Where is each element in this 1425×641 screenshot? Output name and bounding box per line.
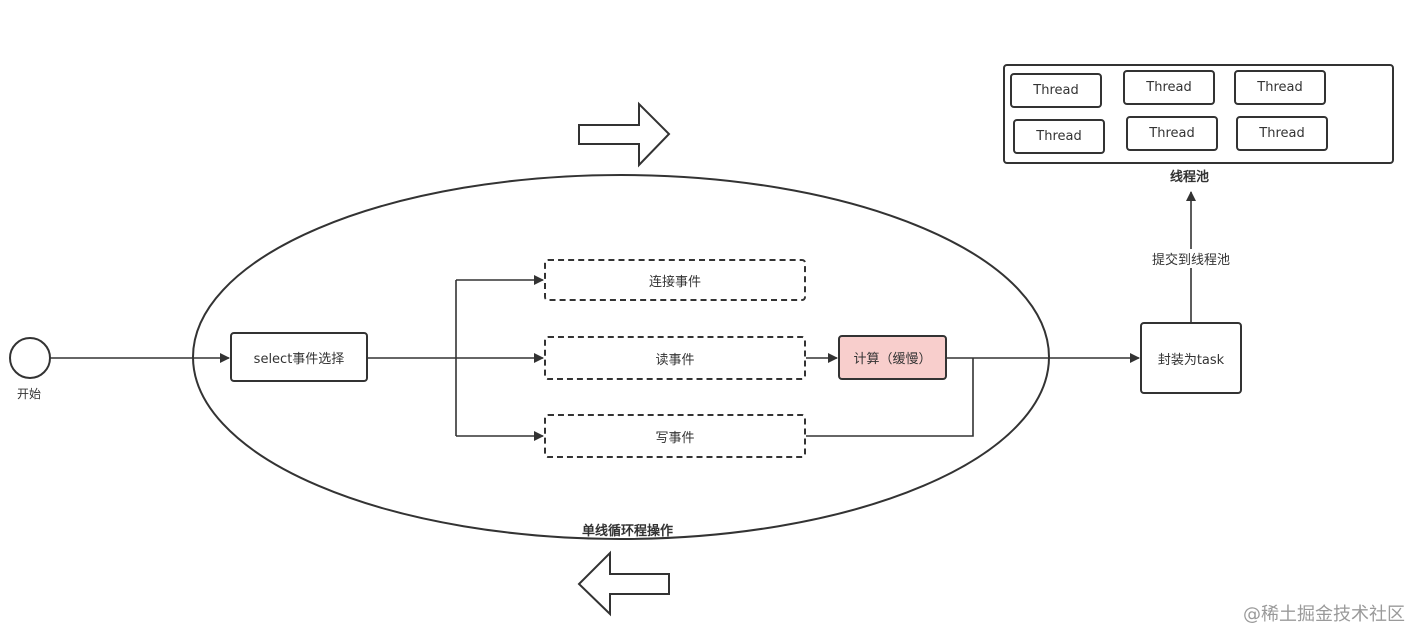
- thread-box[interactable]: Thread: [1013, 119, 1105, 154]
- thread-pool-label: 线程池: [1170, 170, 1210, 185]
- start-label: 开始: [17, 387, 42, 401]
- thread-box[interactable]: Thread: [1234, 70, 1326, 105]
- thread-box[interactable]: Thread: [1010, 73, 1102, 108]
- connect-event-node[interactable]: 连接事件: [544, 259, 806, 301]
- event-loop-label: 单线循环程操作: [582, 524, 674, 539]
- compute-node[interactable]: 计算（缓慢）: [838, 335, 947, 380]
- start-node[interactable]: [9, 337, 51, 379]
- edge-write-to-merge: [806, 358, 974, 437]
- thread-box[interactable]: Thread: [1126, 116, 1218, 151]
- package-task-node[interactable]: 封装为task: [1140, 322, 1242, 394]
- thread-box[interactable]: Thread: [1123, 70, 1215, 105]
- write-event-node[interactable]: 写事件: [544, 414, 806, 458]
- thread-pool-container: [1003, 64, 1394, 164]
- thread-box[interactable]: Thread: [1236, 116, 1328, 151]
- select-node[interactable]: select事件选择: [230, 332, 368, 382]
- event-loop-ellipse: [192, 174, 1050, 540]
- loop-direction-arrow-left: [577, 550, 670, 617]
- submit-to-pool-label: 提交到线程池: [1152, 249, 1231, 268]
- loop-direction-arrow-right: [578, 101, 671, 168]
- read-event-node[interactable]: 读事件: [544, 336, 806, 380]
- watermark: @稀土掘金技术社区: [1243, 604, 1405, 625]
